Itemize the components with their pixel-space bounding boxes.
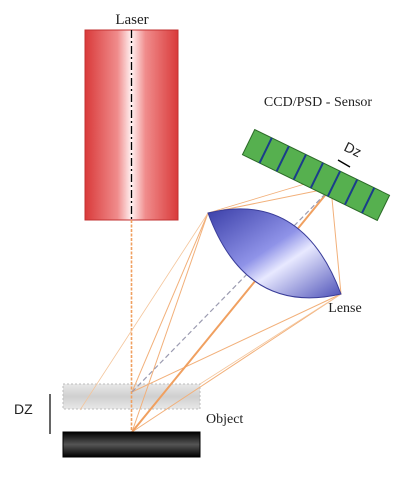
lens-label: Lense <box>328 301 361 316</box>
laser-body <box>84 29 179 221</box>
sensor-delta-label: Dz <box>342 138 364 160</box>
sensor-delta-marker <box>337 159 351 168</box>
sensor-array <box>241 128 391 222</box>
object-plate <box>62 431 201 458</box>
object-label: Object <box>206 412 243 427</box>
object-delta-label: DZ <box>14 401 33 417</box>
laser-label: Laser <box>115 12 148 28</box>
lens <box>207 208 342 299</box>
sensor-label: CCD/PSD - Sensor <box>264 95 372 110</box>
light-rays <box>79 179 342 433</box>
